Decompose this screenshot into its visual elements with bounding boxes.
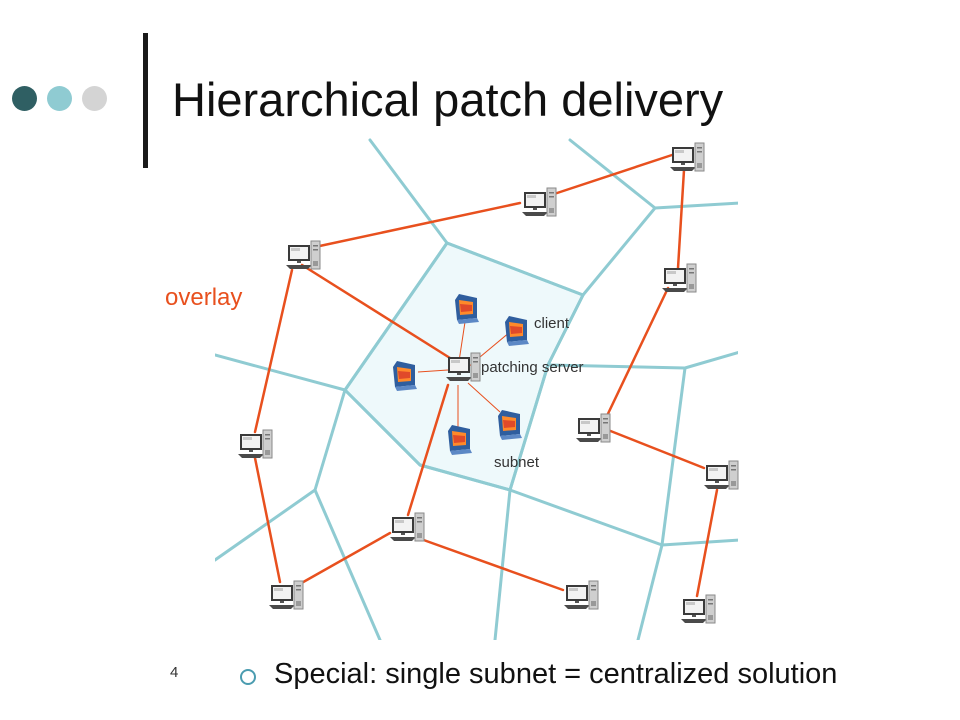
- bullet-text: Special: single subnet = centralized sol…: [274, 658, 838, 690]
- overlay-label: overlay: [165, 284, 243, 311]
- bullet-item: Special: single subnet = centralized sol…: [240, 658, 837, 691]
- slide-title: Hierarchical patch delivery: [172, 73, 724, 126]
- bullet-icon: [240, 668, 256, 685]
- voronoi-edges: [215, 138, 738, 640]
- client-label: client: [534, 315, 570, 332]
- page-number: 4: [170, 664, 179, 681]
- dot-dark: [12, 86, 37, 111]
- computer-icon: [521, 187, 557, 217]
- computer-icon: [563, 580, 599, 610]
- client-icon: [393, 361, 417, 391]
- computer-icon: [268, 580, 304, 610]
- dot-gray: [82, 86, 107, 111]
- client-icon: [455, 294, 479, 324]
- title-divider: [143, 33, 148, 168]
- subnet-label: subnet: [494, 454, 540, 471]
- decorative-dots: [12, 86, 107, 111]
- computer-icon: [680, 594, 716, 624]
- computer-icon: [575, 413, 611, 443]
- dot-teal: [47, 86, 72, 111]
- client-icon: [448, 425, 472, 455]
- computer-icon: [389, 512, 425, 542]
- client-icon: [505, 316, 529, 346]
- client-icon: [498, 410, 522, 440]
- overlay-links: [253, 153, 719, 598]
- computer-icon: [237, 429, 273, 459]
- computer-icon: [703, 460, 739, 490]
- patching-server-label: patching server: [481, 359, 584, 376]
- computer-icon: [669, 142, 705, 172]
